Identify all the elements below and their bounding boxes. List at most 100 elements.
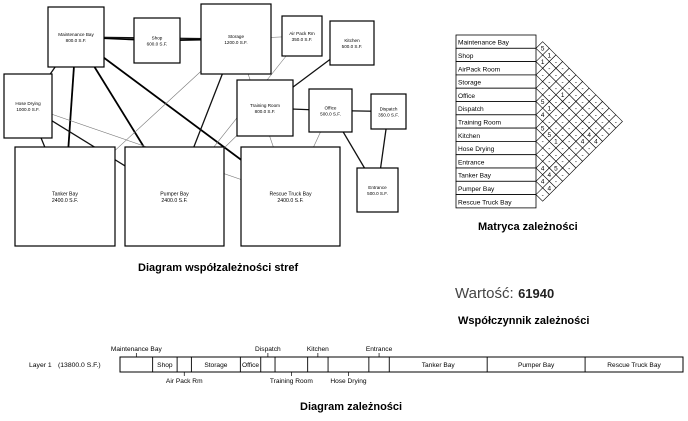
matrix-row-label: Dispatch xyxy=(458,106,484,113)
zone-box xyxy=(370,93,407,130)
matrix-cell-value: - xyxy=(581,99,583,106)
segment-office: Office xyxy=(242,362,259,369)
zone-box xyxy=(133,17,181,64)
matrix-cell-value: - xyxy=(555,179,557,186)
matrix-cell-value: - xyxy=(555,86,557,93)
matrix-cell-value: - xyxy=(568,112,570,119)
matrix-cell-value: - xyxy=(575,79,577,86)
zone-area: 800.0 S.F. xyxy=(66,38,87,43)
matrix-cell-value: - xyxy=(595,99,597,106)
zone-name: Office xyxy=(325,106,337,111)
zone-name: Storage xyxy=(228,34,245,39)
zone-name: Entrance xyxy=(368,185,387,190)
matrix-cell-value: - xyxy=(562,66,564,73)
matrix-row-label: Pumper Bay xyxy=(458,186,495,193)
matrix-cell-value: - xyxy=(562,159,564,166)
zone-box xyxy=(281,15,323,57)
coefficient-caption: Współczynnik zależności xyxy=(458,315,590,327)
matrix-row-rescue-truck-bay xyxy=(455,194,537,209)
matrix-cell-value: - xyxy=(548,92,550,99)
zone-area: 500.0 S.F. xyxy=(342,44,363,49)
segment-dispatch: Dispatch xyxy=(255,346,281,353)
matrix-cell-value: - xyxy=(542,72,544,79)
zone-name: Shop xyxy=(152,36,163,41)
matrix-cell-value: 5 xyxy=(541,99,545,106)
matrix-cell-value: 4 xyxy=(581,139,585,146)
matrix-cell-value: - xyxy=(555,59,557,66)
matrix-cell-value: 4 xyxy=(594,139,598,146)
matrix-cell-value: - xyxy=(555,72,557,79)
matrix-row-label: Training Room xyxy=(458,120,502,127)
matrix-cell-value: - xyxy=(562,105,564,112)
matrix-cell-value: - xyxy=(581,112,583,119)
segment-entrance: Entrance xyxy=(366,346,393,353)
zone-area: 350.0 S.F. xyxy=(378,113,399,118)
matrix-cell-value: - xyxy=(555,112,557,119)
zone-name: Hose Drying xyxy=(15,101,41,106)
zone-area: 500.0 S.F. xyxy=(367,191,388,196)
matrix-cell-value: 4 xyxy=(587,132,591,139)
score-value: 61940 xyxy=(518,286,555,301)
zone-area: 1000.0 S.F. xyxy=(16,107,39,112)
matrix-cell-value: - xyxy=(542,139,544,146)
matrix-cell-value: - xyxy=(562,79,564,86)
matrix-cell-value: - xyxy=(575,119,577,126)
matrix-cell-value: - xyxy=(581,86,583,93)
matrix-cell-value: 4 xyxy=(541,165,545,172)
matrix-cell-value: - xyxy=(542,192,544,199)
matrix-cell-11-12 xyxy=(535,187,550,202)
matrix-cell-value: - xyxy=(548,79,550,86)
zone-name: Training Room xyxy=(250,103,280,108)
matrix-cell-value: 4 xyxy=(541,112,545,119)
matrix-cell-value: - xyxy=(568,72,570,79)
matrix-cell-value: 1 xyxy=(554,139,558,146)
matrix-cell-value: - xyxy=(568,139,570,146)
matrix-cell-value: - xyxy=(575,145,577,152)
matrix-cell-value: - xyxy=(581,125,583,132)
zone-name: Dispatch xyxy=(380,107,398,112)
matrix-row-label: AirPack Room xyxy=(458,66,501,73)
matrix-cell-value: - xyxy=(548,145,550,152)
zone-box xyxy=(47,6,105,68)
matrix-row-label: Tanker Bay xyxy=(458,173,492,180)
matrix-cell-value: - xyxy=(601,105,603,112)
matrix-cell-value: - xyxy=(568,152,570,159)
matrix-cell-value: - xyxy=(542,152,544,159)
zone-area: 2400.0 S.F. xyxy=(277,198,303,204)
matrix-cell-value: - xyxy=(588,145,590,152)
matrix-cell-value: - xyxy=(588,105,590,112)
matrix-cell-value: - xyxy=(615,119,617,126)
matrix-cell-value: - xyxy=(575,92,577,99)
matrix-cell-value: - xyxy=(568,125,570,132)
zone-name: Tanker Bay xyxy=(52,192,78,198)
matrix-cell-value: 5 xyxy=(541,46,545,53)
zone-box xyxy=(3,73,53,139)
matrix-cell-value: - xyxy=(588,92,590,99)
zone-box xyxy=(124,146,225,247)
segment-tanker-bay: Tanker Bay xyxy=(422,362,456,369)
matrix-cell-value: 4 xyxy=(548,172,552,179)
zone-box xyxy=(14,146,116,247)
matrix-cell-value: - xyxy=(555,152,557,159)
layer-area: (13800.0 S.F.) xyxy=(58,362,101,369)
matrix-cell-value: - xyxy=(548,66,550,73)
zone-area: 800.0 S.F. xyxy=(255,109,276,114)
segment-air-pack-rm: Air Pack Rm xyxy=(166,378,203,385)
matrix-cell-value: - xyxy=(595,125,597,132)
layer-bar-diagram: Layer 1(13800.0 S.F.)Maintenance BayShop… xyxy=(29,346,684,385)
zone-box xyxy=(356,167,399,213)
matrix-cell-value: - xyxy=(575,132,577,139)
matrix-cell-value: - xyxy=(608,112,610,119)
matrix-cell-value: - xyxy=(588,119,590,126)
matrix-cell-value: 5 xyxy=(554,165,558,172)
layer-label: Layer 1 xyxy=(29,362,52,369)
zone-box xyxy=(236,79,294,137)
